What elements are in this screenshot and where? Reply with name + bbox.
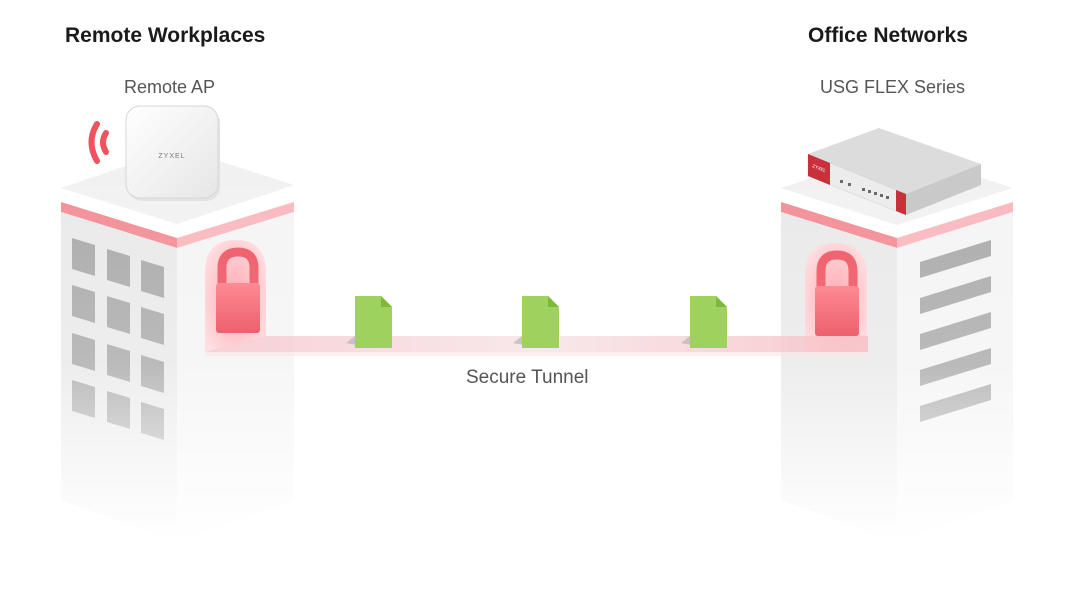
ap-brand-label: ZYXEL (158, 153, 185, 160)
tunnel-label: Secure Tunnel (466, 367, 589, 388)
data-packet (346, 296, 392, 348)
left-building (61, 148, 294, 540)
usg-brand-label: ZYXEL (812, 163, 828, 173)
right-device-label: USG FLEX Series (820, 77, 966, 97)
left-device-label: Remote AP (124, 77, 216, 97)
wifi-signal-icon (88, 121, 109, 164)
data-packet (513, 296, 559, 348)
data-packet (681, 296, 727, 348)
remote-ap-device: ZYXEL (125, 105, 220, 201)
usg-flex-device: ZYXEL (807, 128, 981, 216)
left-site-title: Remote Workplaces (65, 24, 266, 47)
right-site-title: Office Networks (808, 24, 968, 47)
